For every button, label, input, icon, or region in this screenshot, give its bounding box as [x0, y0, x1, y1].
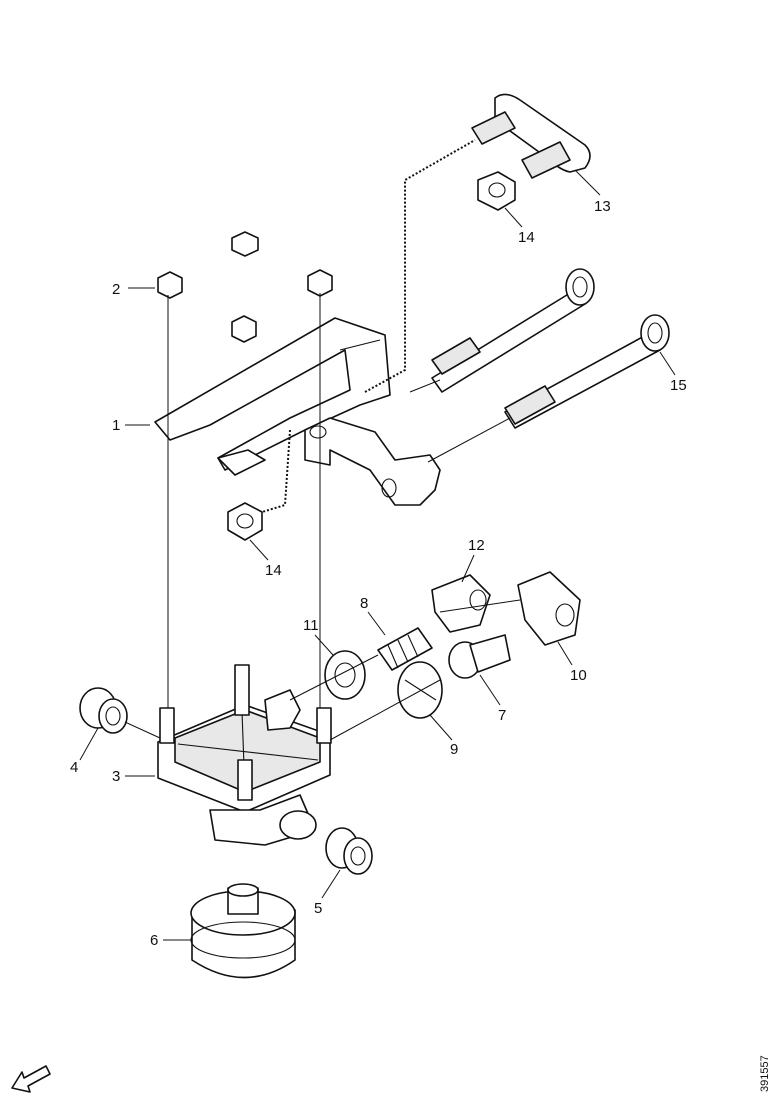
- callout-7: 7: [498, 707, 506, 724]
- nut-lower-left: [227, 502, 263, 541]
- callout-13: 13: [594, 198, 611, 215]
- long-bolt-lower: [504, 314, 670, 429]
- callout-5-leader: [321, 869, 341, 899]
- callout-1: 1: [112, 417, 120, 434]
- callout-14-upper-leader: [504, 207, 523, 228]
- seal-ring-11: [324, 650, 366, 700]
- callout-8-leader: [367, 611, 386, 636]
- document-reference: 391557: [759, 1055, 771, 1092]
- callout-10: 10: [570, 667, 587, 684]
- valve-body: [157, 664, 332, 846]
- nut-upper-right: [477, 171, 516, 211]
- callout-11: 11: [303, 617, 319, 634]
- bolt-guide-lower: [427, 417, 511, 463]
- callout-9: 9: [450, 741, 458, 758]
- callout-14-upper: 14: [518, 229, 535, 246]
- callout-8: 8: [360, 595, 368, 612]
- callout-10-leader: [557, 641, 573, 666]
- forward-direction-arrow-icon: [11, 1065, 51, 1093]
- callout-14-lower-leader: [249, 539, 269, 561]
- callout-13-leader: [574, 169, 601, 196]
- callout-4-leader: [79, 727, 99, 761]
- fitting-threaded-8: [377, 627, 433, 671]
- plug-9: [397, 661, 443, 719]
- fitting-7: [448, 634, 511, 679]
- callout-15-leader: [659, 351, 676, 376]
- fitting-left: [79, 687, 128, 734]
- alignment-line-upper: [364, 139, 476, 393]
- callout-4: 4: [70, 759, 78, 776]
- callout-12-leader: [461, 554, 475, 583]
- fitting-bottom: [325, 827, 373, 875]
- callout-3: 3: [112, 768, 120, 785]
- port-guide-1: [289, 654, 379, 701]
- callout-9-leader: [429, 714, 453, 741]
- nut-top-4: [231, 315, 257, 343]
- alignment-line-lower: [261, 429, 291, 513]
- callout-5: 5: [314, 900, 322, 917]
- callout-7-leader: [479, 674, 501, 706]
- callout-15: 15: [670, 377, 687, 394]
- callout-11-leader: [314, 634, 334, 656]
- callout-2: 2: [112, 281, 120, 298]
- callout-6: 6: [150, 932, 158, 949]
- stud-plate: [471, 93, 591, 179]
- connector-10: [517, 571, 581, 646]
- port-guide-3: [439, 599, 521, 613]
- nut-top-1: [231, 231, 259, 257]
- port-guide-2: [329, 679, 441, 741]
- mounting-bracket: [154, 317, 441, 506]
- callout-14-lower: 14: [265, 562, 282, 579]
- nut-top-3: [307, 269, 333, 297]
- fitting-left-guide: [124, 721, 161, 739]
- bolt-guide-upper: [409, 379, 441, 393]
- long-bolt-upper: [431, 268, 595, 393]
- tee-connector-12: [431, 574, 491, 633]
- nut-top-2: [157, 271, 183, 299]
- callout-12: 12: [468, 537, 485, 554]
- silencer: [190, 883, 296, 979]
